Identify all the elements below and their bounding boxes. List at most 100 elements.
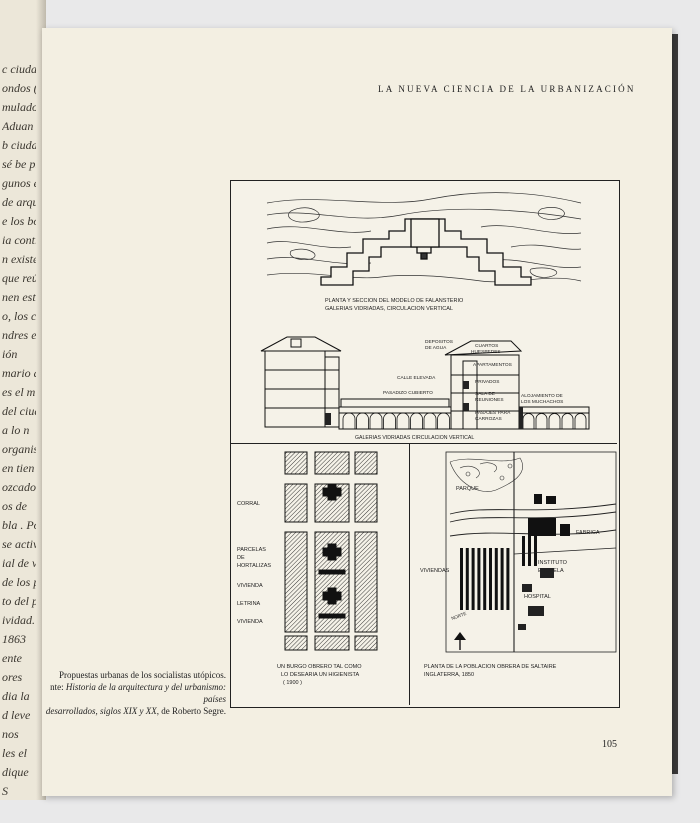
village-plot — [354, 531, 378, 633]
gallery-arch — [423, 412, 437, 429]
left-page-line: ia conti — [2, 233, 39, 247]
label-de-agua: DE AGUA — [425, 345, 447, 351]
caption-line-1: Propuestas urbanas de los socialistas ut… — [59, 670, 226, 680]
village-plot — [284, 635, 308, 651]
housing-row — [528, 536, 531, 566]
left-page-line: nen estudi — [2, 290, 40, 304]
label-pasajes: PASAJES PARA — [475, 410, 511, 416]
village-plot — [354, 451, 378, 475]
housing-row — [522, 536, 525, 566]
village-plot — [314, 451, 350, 475]
label-parque: PARQUE — [456, 486, 479, 492]
label-escuela: ESCUELA — [538, 568, 564, 574]
village-caption-3: ( 1900 ) — [283, 680, 302, 686]
left-page-line: en tien — [2, 461, 35, 475]
housing-row — [460, 548, 463, 610]
caption-line-3: desarrollados, siglos XIX y XX, de Rober… — [45, 706, 226, 716]
village-house — [327, 543, 337, 561]
workers-village-drawing: CORRAL PARCELAS DE HORTALIZAS VIVIENDA L… — [237, 451, 378, 686]
gallery-arch — [410, 412, 423, 429]
page-edge — [672, 34, 678, 774]
housing-row — [506, 548, 510, 610]
left-page-line: nos — [2, 727, 19, 741]
village-latrine — [318, 613, 346, 619]
gallery-arch — [342, 412, 356, 429]
housing-row — [465, 548, 469, 610]
left-page-line: de los pe — [2, 575, 40, 589]
left-page-line: d leve — [2, 708, 31, 722]
running-header: LA NUEVA CIENCIA DE LA URBANIZACIÓN — [378, 84, 636, 94]
label-calle-elevada: CALLE ELEVADA — [397, 375, 436, 381]
gallery-arch — [383, 412, 396, 429]
gallery-arch — [522, 413, 535, 429]
section-caption: GALERIAS VIDRIADAS CIRCULACION VERTICAL — [355, 435, 474, 441]
left-page-line: os de — [2, 499, 27, 513]
label-apartamentos: APARTAMENTOS — [473, 362, 512, 368]
left-page-line: a lo n — [2, 423, 30, 437]
left-page-line: organismo — [2, 442, 40, 456]
left-page-line: ión — [2, 347, 18, 361]
label-corral: CORRAL — [237, 501, 260, 507]
housing-row — [489, 548, 492, 610]
left-page-line: b ciudad — [2, 138, 40, 152]
housing-row — [500, 548, 504, 610]
label-pasadizo: PASADIZO CUBIERTO — [383, 390, 433, 396]
left-page-line: mario de Co — [2, 366, 40, 380]
left-page-line: 1863 — [2, 632, 26, 646]
label-parcelas: PARCELAS — [237, 547, 266, 553]
left-page-line: se activó — [2, 537, 40, 551]
phalanstery-panel: PLANTA Y SECCION DEL MODELO DE FALANSTER… — [231, 181, 617, 444]
left-page-line: mulado d — [2, 100, 40, 114]
north-arrow-icon — [454, 632, 466, 650]
caption-line-2: nte: Historia de la arquitectura y del u… — [50, 682, 226, 704]
housing-row — [477, 548, 481, 610]
label-de: DE — [237, 555, 245, 561]
phalanstery-drawing: PLANTA Y SECCION DEL MODELO DE FALANSTER… — [260, 192, 590, 441]
saltaire-map: NORTE PARQUE FABRICA VIVIENDAS INSTITUTO… — [420, 451, 617, 678]
label-vivienda-1: VIVIENDA — [237, 583, 263, 589]
right-page: LA NUEVA CIENCIA DE LA URBANIZACIÓN — [42, 28, 672, 796]
village-caption-1: UN BURGO OBRERO TAL COMO — [277, 664, 362, 670]
left-page-line: to del pr — [2, 594, 40, 608]
village-plot — [284, 531, 308, 633]
label-depositos: DEPOSITOS — [425, 339, 453, 345]
left-page-line: sé be prom — [2, 157, 40, 171]
village-house — [327, 587, 337, 605]
label-vivienda-2: VIVIENDA — [237, 619, 263, 625]
gallery-arch — [561, 413, 574, 429]
saltaire-caption-1: PLANTA DE LA POBLACION OBRERA DE SALTAIR… — [424, 664, 557, 670]
label-sala: SALA DE — [475, 391, 495, 397]
label-norte: NORTE — [451, 611, 467, 621]
village-plot — [284, 483, 308, 523]
label-letrina: LETRINA — [237, 601, 261, 607]
left-page-line: les el — [2, 746, 27, 760]
book-gutter — [36, 0, 46, 800]
housing-row — [494, 548, 498, 610]
village-latrine — [318, 569, 346, 575]
left-page-line: c ciudad — [2, 62, 40, 76]
village-house — [327, 483, 337, 501]
village-caption-2: LO DESEARIA UN HIGIENISTA — [281, 672, 359, 678]
left-page-line: o, los ca — [2, 309, 40, 323]
gallery-arch — [574, 413, 587, 429]
left-page-line: bla . Po — [2, 518, 40, 532]
saltaire-caption-2: INGLATERRA, 1850 — [424, 672, 474, 678]
label-carrozas: CARROZAS — [475, 416, 502, 422]
left-page-line: ividad. C — [2, 613, 40, 627]
figure-caption: Propuestas urbanas de los socialistas ut… — [42, 669, 226, 717]
village-plot — [354, 483, 378, 523]
label-cuartos: CUARTOS — [475, 343, 498, 349]
left-page-line: ondos (1 — [2, 81, 40, 95]
left-page-line: que reú — [2, 271, 38, 285]
gallery-arch — [356, 412, 369, 429]
left-page-line: del ciud — [2, 404, 40, 418]
label-muchachos: LOS MUCHACHOS — [521, 399, 563, 405]
village-plot — [354, 635, 378, 651]
label-instituto: INSTITUTO — [538, 560, 568, 566]
workers-village-panel: CORRAL PARCELAS DE HORTALIZAS VIVIENDA L… — [231, 444, 410, 705]
label-reuniones: REUNIONES — [475, 397, 504, 403]
left-page-line: n existe — [2, 252, 39, 266]
left-page-line: ial de ve — [2, 556, 40, 570]
